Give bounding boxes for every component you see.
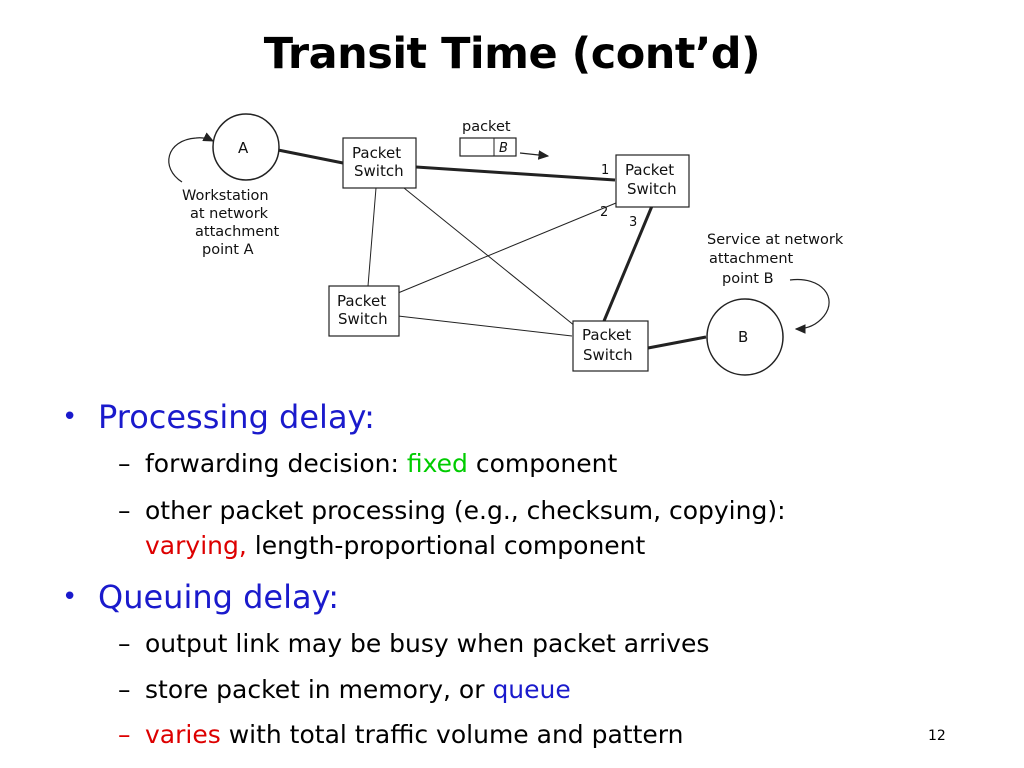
link-switch3-switch2 [397, 202, 617, 294]
link-switch3-switch4 [397, 315, 573, 337]
port-3-label: 3 [629, 215, 637, 230]
slide-title: Transit Time (cont’d) [263, 29, 761, 79]
service-b-node [706, 298, 784, 376]
fixed-highlight: fixed [406, 449, 468, 478]
varying-highlight: varying, [145, 531, 247, 560]
sub-bullet-dash-icon: – [118, 629, 131, 658]
port-2-label: 2 [600, 205, 608, 220]
bullet-dot-icon: • [62, 402, 78, 432]
svg-text:Packet: Packet [625, 161, 674, 179]
sub-bullet-forwarding-decision: –forwarding decision: fixed component [118, 449, 618, 478]
workstation-loop-arrow-icon [168, 132, 215, 183]
link-switch4-b [647, 335, 707, 350]
packet-switch-top-left: Packet Switch [342, 137, 417, 189]
svg-text:Switch: Switch [627, 180, 677, 198]
svg-text:Workstation: Workstation [182, 188, 269, 204]
svg-text:attachment: attachment [709, 251, 794, 267]
port-1-label: 1 [601, 163, 609, 178]
sub-bullet-store-packet: –store packet in memory, or queue [118, 675, 571, 704]
workstation-a-node [212, 113, 280, 181]
link-switch1-switch2 [415, 165, 616, 182]
svg-text:at network: at network [190, 206, 269, 222]
svg-text:point B: point B [722, 271, 774, 287]
packet-switch-mid-left: Packet Switch [328, 285, 400, 337]
service-loop-arrow-icon [789, 278, 830, 334]
sub-bullet-other-processing-continued: varying, length-proportional component [145, 531, 646, 560]
node-b-label: B [738, 328, 748, 346]
svg-text:Service at network: Service at network [707, 232, 844, 248]
link-switch2-switch4 [602, 205, 654, 322]
page-number: 12 [928, 728, 946, 744]
svg-text:Switch: Switch [583, 346, 633, 364]
link-switch1-switch3 [367, 187, 377, 287]
bullet-processing-delay: •Processing delay: [62, 398, 375, 436]
service-annotation: Service at network attachment point B [707, 232, 844, 287]
sub-bullet-dash-icon: – [118, 720, 131, 749]
workstation-annotation: Workstation at network attachment point … [182, 188, 280, 258]
bullet-dot-icon: • [62, 582, 78, 612]
sub-bullet-dash-icon: – [118, 496, 131, 525]
sub-bullet-other-processing: –other packet processing (e.g., checksum… [118, 496, 786, 525]
svg-text:Packet: Packet [352, 144, 401, 162]
link-switch1-switch4 [403, 187, 576, 327]
sub-bullet-output-link: –output link may be busy when packet arr… [118, 629, 710, 658]
link-a-switch1 [277, 148, 344, 165]
packet-switch-top-right: Packet Switch [615, 154, 690, 208]
packet-arrow-icon [519, 150, 550, 160]
svg-text:Packet: Packet [337, 292, 386, 310]
queue-highlight: queue [492, 675, 571, 704]
bullet-queuing-delay: •Queuing delay: [62, 578, 339, 616]
network-diagram: A B Packet Switch Packet Switch Packet S… [168, 113, 844, 376]
sub-bullet-dash-icon: – [118, 449, 131, 478]
packet-in-transit: packet B [459, 119, 550, 160]
packet-dest-label: B [499, 141, 508, 156]
sub-bullet-dash-icon: – [118, 675, 131, 704]
node-a-label: A [238, 139, 249, 157]
packet-switch-bottom: Packet Switch [572, 320, 649, 372]
varies-highlight: varies [145, 720, 221, 749]
sub-bullet-varies: –varies with total traffic volume and pa… [118, 720, 684, 749]
svg-text:Switch: Switch [338, 310, 388, 328]
svg-text:point A: point A [202, 242, 254, 258]
svg-text:Packet: Packet [582, 326, 631, 344]
packet-label: packet [462, 119, 511, 135]
svg-text:Switch: Switch [354, 162, 404, 180]
svg-text:attachment: attachment [195, 224, 280, 240]
